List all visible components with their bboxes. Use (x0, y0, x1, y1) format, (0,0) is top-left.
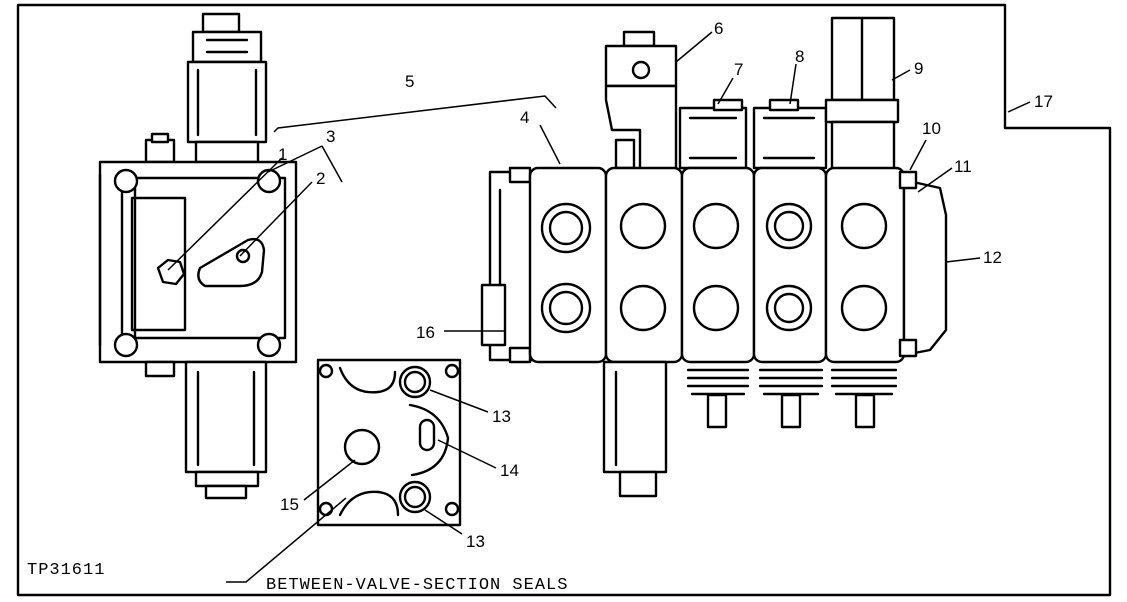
leader-13a (429, 389, 489, 413)
leader-15 (303, 459, 356, 501)
callout-13b: 13 (466, 532, 485, 551)
leader-9 (891, 69, 911, 81)
leader-4 (539, 124, 561, 165)
left-valve-side-view (98, 12, 298, 500)
callout-10: 10 (922, 119, 941, 138)
leader-caption (226, 497, 347, 583)
leader-7 (717, 77, 734, 105)
callout-13a: 13 (492, 407, 511, 426)
callout-8: 8 (795, 47, 804, 66)
figure-id-code: TP31611 (27, 561, 105, 580)
callout-2: 2 (316, 169, 325, 188)
leader-12 (945, 257, 981, 263)
leader-8 (789, 63, 797, 105)
callout-6: 6 (714, 19, 723, 38)
callout-15: 15 (280, 495, 299, 514)
leader-2 (239, 181, 313, 257)
leader-11 (917, 167, 953, 193)
right-valve-stack (480, 16, 948, 498)
diagram-frame (16, 3, 1112, 597)
leader-17 (1007, 101, 1031, 113)
callout-16: 16 (416, 323, 435, 342)
leader-13b (424, 509, 463, 535)
leader-1 (167, 157, 283, 271)
callout-9: 9 (914, 59, 923, 78)
seal-plate-view (316, 358, 462, 527)
callout-4: 4 (520, 108, 529, 127)
figure-caption: BETWEEN-VALVE-SECTION SEALS (266, 576, 568, 595)
leader-3b (321, 145, 343, 183)
callout-14: 14 (500, 461, 519, 480)
callout-5: 5 (405, 72, 414, 91)
callout-7: 7 (734, 60, 743, 79)
callout-17: 17 (1034, 92, 1053, 111)
callout-11: 11 (954, 157, 972, 176)
leader-3 (267, 145, 323, 173)
leader-14 (437, 439, 497, 469)
leader-lines (167, 31, 1031, 583)
leader-10 (909, 139, 927, 171)
leader-5 (273, 95, 557, 133)
callout-12: 12 (983, 248, 1002, 267)
callout-3: 3 (326, 127, 335, 146)
leader-6 (675, 31, 713, 63)
callout-numbers: 1 2 3 4 5 6 7 8 9 10 11 12 13 13 14 15 1… (278, 19, 1053, 551)
callout-1: 1 (278, 145, 287, 164)
